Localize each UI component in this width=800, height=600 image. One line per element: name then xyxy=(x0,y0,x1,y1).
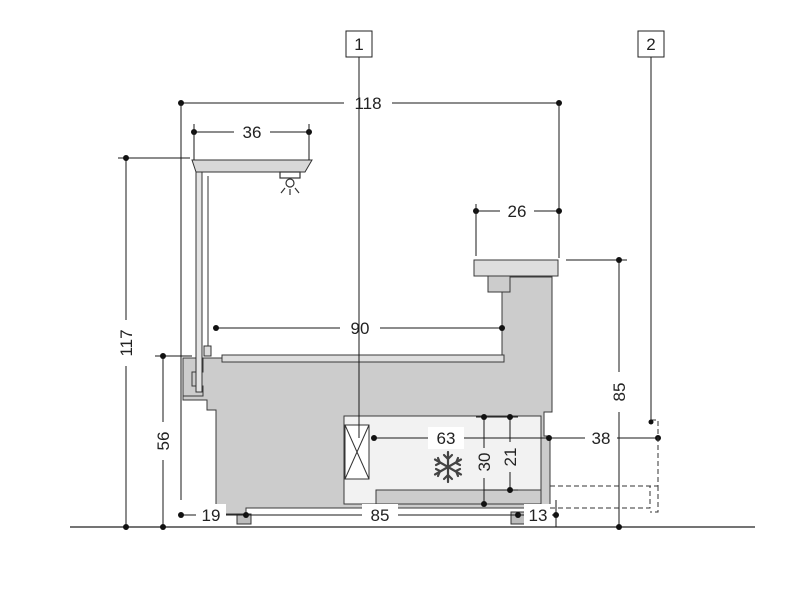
dimension-63: 63 xyxy=(371,427,552,449)
dimension-19: 19 xyxy=(178,504,249,526)
dimension-label: 26 xyxy=(508,202,527,221)
dimension-label: 38 xyxy=(592,429,611,448)
dimension-label: 85 xyxy=(610,383,629,402)
dimension-117: 117 xyxy=(114,155,190,530)
callout-1-label: 1 xyxy=(354,35,363,54)
dimension-label: 90 xyxy=(351,319,370,338)
display-shelf xyxy=(221,354,505,363)
callout-2: 2 xyxy=(637,30,665,425)
dimension-label: 56 xyxy=(154,432,173,451)
callout-1: 1 xyxy=(345,30,373,438)
canopy-structure xyxy=(191,159,313,393)
dimension-118: 118 xyxy=(178,92,562,500)
dimension-30: 30 xyxy=(472,414,518,507)
dimension-85-base: 85 xyxy=(246,504,521,526)
dimension-13: 13 xyxy=(518,500,559,527)
dimension-38: 38 xyxy=(549,427,661,449)
dimension-36: 36 xyxy=(191,121,312,160)
dimension-label: 63 xyxy=(437,429,456,448)
dimension-85-height: 85 xyxy=(566,257,631,530)
dimension-label: 30 xyxy=(475,453,494,472)
dimension-label: 118 xyxy=(354,94,381,113)
dimension-label: 36 xyxy=(243,123,262,142)
dimension-56: 56 xyxy=(151,353,192,530)
dimension-26: 26 xyxy=(473,200,562,256)
dimension-label: 13 xyxy=(529,506,548,525)
counter-top xyxy=(473,259,559,277)
dimension-label: 85 xyxy=(371,506,390,525)
optional-extension-outline xyxy=(550,419,659,513)
dimension-label: 21 xyxy=(501,448,520,467)
light-fixture-icon xyxy=(279,171,301,195)
snowflake-icon xyxy=(433,450,463,484)
dimension-21: 21 xyxy=(484,414,522,493)
dimension-label: 117 xyxy=(117,329,136,356)
callout-2-label: 2 xyxy=(646,35,655,54)
dimension-label: 19 xyxy=(202,506,221,525)
